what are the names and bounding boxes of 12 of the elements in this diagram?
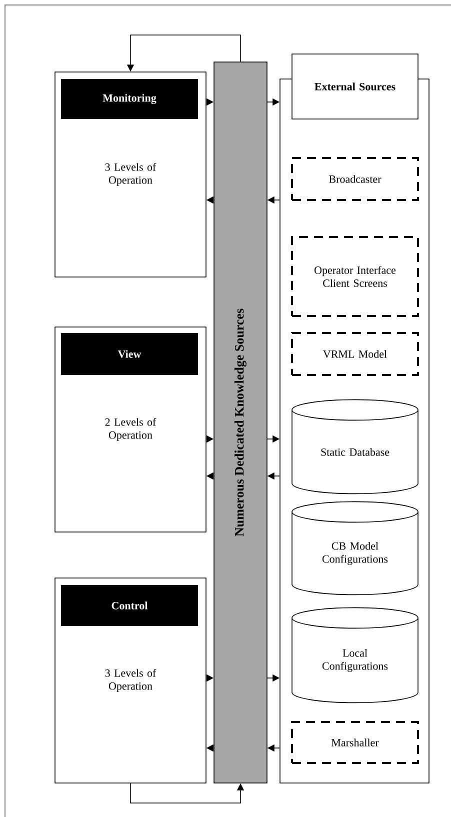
database-cylinder: Local Configurations: [292, 607, 418, 704]
knowledge-bar: Numerous Dedicated Knowledge Sources: [214, 62, 268, 784]
database-cylinder: CB Model Configurations: [292, 501, 418, 596]
source-box: Operator Interface Client Screens: [291, 236, 419, 317]
layer-header: Monitoring: [61, 79, 198, 119]
layer-header: View: [61, 333, 198, 375]
source-box: Marshaller: [291, 721, 419, 764]
layer-header: Control: [61, 585, 198, 626]
source-box: VRML Model: [291, 332, 419, 376]
database-cylinder: Static Database: [292, 399, 418, 494]
title-box: External Sources: [292, 54, 418, 120]
source-box: Broadcaster: [291, 157, 419, 201]
